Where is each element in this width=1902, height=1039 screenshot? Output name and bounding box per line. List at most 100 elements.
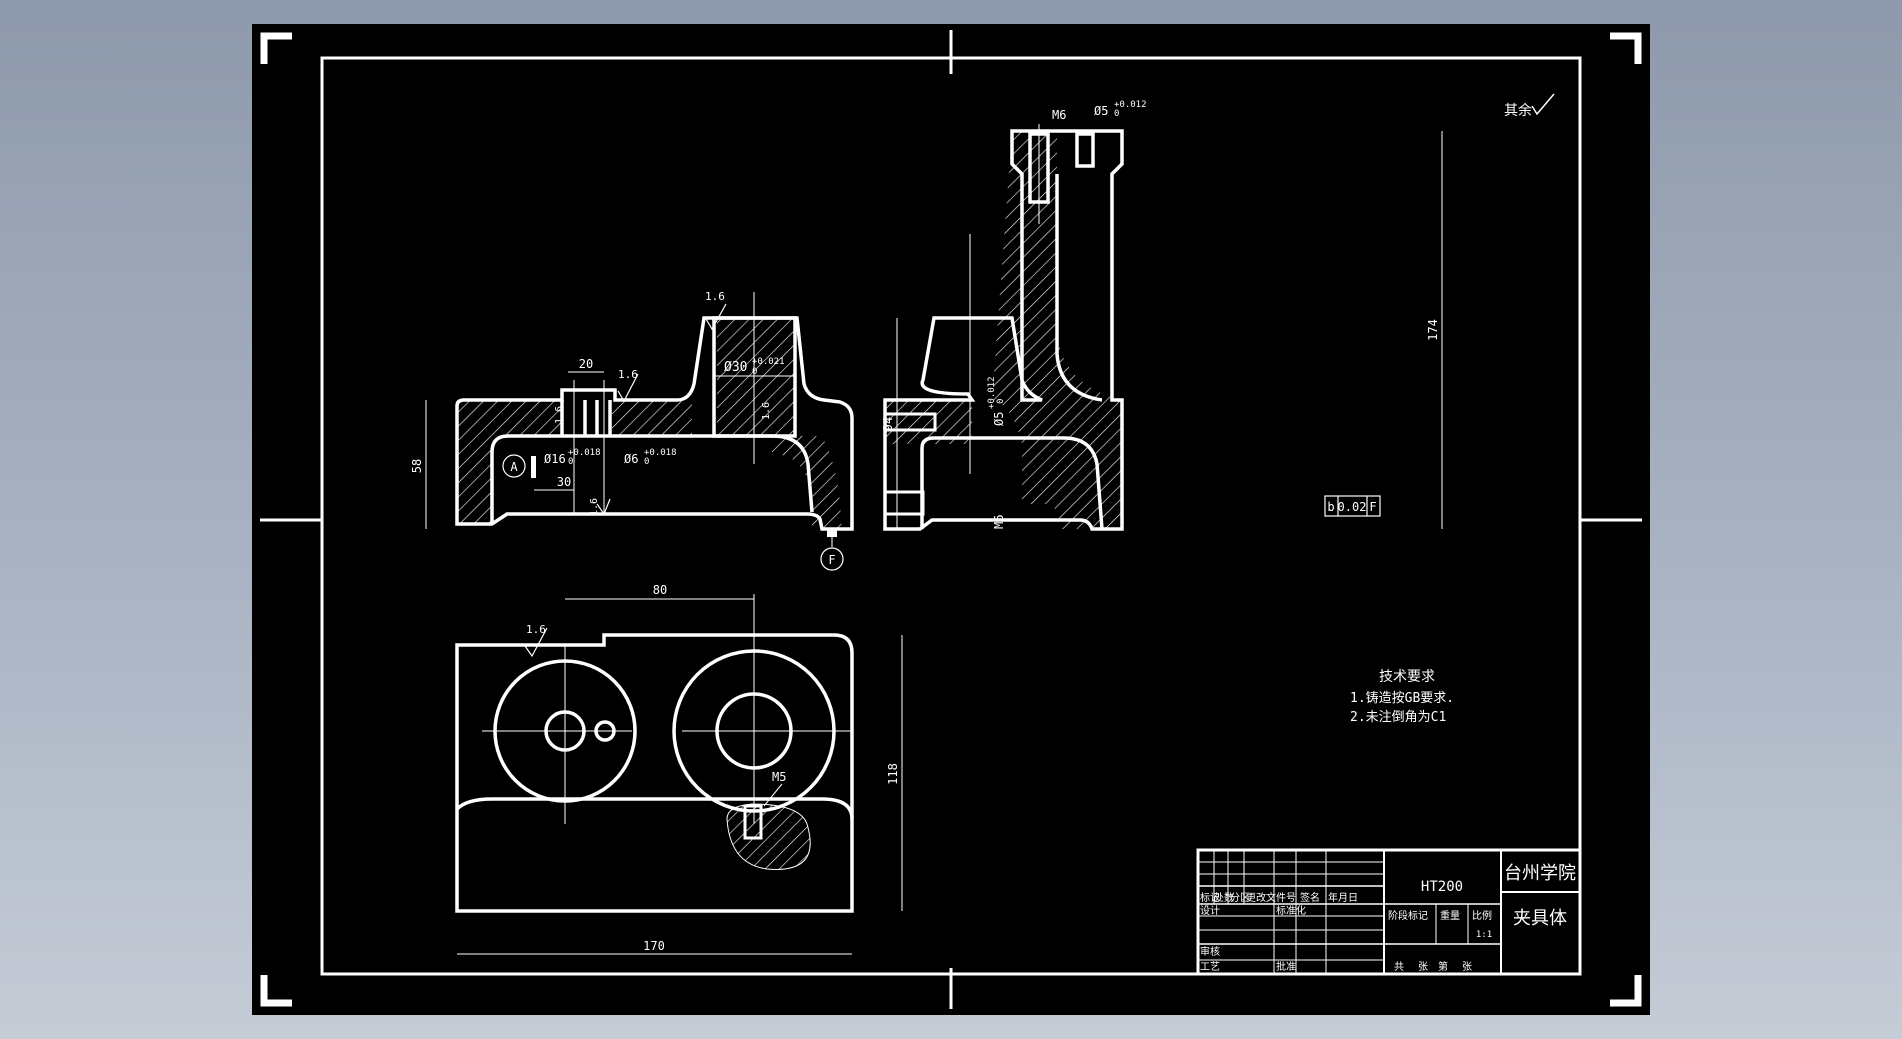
- side-bore-side-dia: Ø5: [992, 412, 1006, 426]
- roughness-icon-2: [617, 373, 639, 403]
- dim-width-top: 20: [579, 357, 593, 371]
- tb-designer: 设计: [1200, 904, 1220, 917]
- side-bore-side-tol-low: 0: [996, 399, 1006, 404]
- datum-f-label: F: [828, 553, 835, 567]
- bore-pin-tol: +0.018: [644, 448, 677, 458]
- bore-pin-tol-low: 0: [644, 457, 649, 467]
- tb-sheet-unit-1: 张: [1418, 961, 1428, 973]
- side-bore-top: [1075, 132, 1095, 168]
- top-step-line: [455, 797, 854, 820]
- surface-finish-note: 其余: [1504, 93, 1555, 119]
- tb-label-date: 年月日: [1328, 891, 1358, 904]
- tb-scale: 比例: [1472, 909, 1492, 922]
- side-bore-side: [883, 412, 937, 432]
- side-thread-top-label: M6: [1052, 108, 1066, 122]
- datum-f-marker: [827, 529, 837, 537]
- tb-label-zone: 分区: [1230, 892, 1250, 904]
- sheet-frame: [260, 30, 1642, 1009]
- roughness-3: 1.6: [554, 406, 565, 424]
- bore-main-tol: +0.021: [752, 357, 785, 367]
- tb-label-change: 更改文件号: [1246, 891, 1296, 904]
- corner-mark-tl: [260, 32, 292, 64]
- border-frame: [320, 56, 1582, 976]
- top-outline: [455, 633, 854, 913]
- corner-mark-tr: [1610, 32, 1642, 64]
- tb-sheet-unit-2: 张: [1462, 961, 1472, 973]
- school-name: 台州学院: [1504, 863, 1576, 884]
- tol-symbol: b: [1327, 500, 1334, 514]
- drawing-canvas: 其余 A F 20 5: [260, 30, 1642, 1009]
- top-section-break: [726, 803, 811, 870]
- title-block: HT200 台州学院 夹具体 1:1 标记 处数 分区 更改文件号 签名 年月日…: [1196, 848, 1582, 976]
- bore-small-tol: +0.018: [568, 448, 601, 458]
- roughness-2: 1.6: [618, 368, 638, 381]
- tb-approve: 批准: [1276, 960, 1296, 973]
- roughness-check-icon: [1531, 93, 1555, 116]
- datum-f-circle: [820, 547, 844, 571]
- tb-process: 工艺: [1200, 961, 1220, 973]
- bore-small-dia: Ø16: [544, 452, 566, 466]
- dim-offset: 30: [557, 475, 571, 489]
- roughness-4: 1.6: [761, 402, 772, 420]
- tb-label-sign: 签名: [1300, 891, 1320, 904]
- part-name: 夹具体: [1513, 908, 1567, 929]
- tb-standardize: 标准化: [1276, 904, 1306, 917]
- tech-req-title: 技术要求: [1379, 669, 1435, 685]
- tb-label-mark: 标记: [1200, 892, 1220, 904]
- front-inner-cavity: [490, 434, 814, 524]
- bore-main-dia: Ø30: [724, 360, 747, 375]
- bore-small-tol-low: 0: [568, 457, 573, 467]
- tech-requirements: 技术要求 1.铸造按GB要求. 2.未注倒角为C1: [1350, 669, 1454, 725]
- drawing-sheet[interactable]: 其余 A F 20 5: [252, 24, 1650, 1015]
- side-thread-bottom: [883, 490, 925, 516]
- top-roughness-icon: [524, 627, 548, 658]
- side-bore-side-tol: +0.012: [987, 376, 997, 409]
- roughness-icon-5: [596, 498, 611, 516]
- roughness-icon-1: [705, 303, 727, 331]
- corner-mark-br: [1610, 975, 1642, 1007]
- material: HT200: [1421, 879, 1463, 895]
- side-bore-top-tol: +0.012: [1114, 100, 1147, 110]
- tech-req-item-2: 2.未注倒角为C1: [1350, 710, 1446, 725]
- top-hole-spacing: 80: [653, 583, 667, 597]
- bore-pin-dia: Ø6: [624, 452, 638, 466]
- side-outline: [883, 129, 1124, 531]
- front-hatch-leftwall: [457, 436, 492, 524]
- front-outline: [455, 316, 854, 531]
- front-hatch-rightwall: [772, 436, 842, 529]
- side-bore-top-tol-low: 0: [1114, 109, 1119, 119]
- roughness-1: 1.6: [705, 290, 725, 303]
- top-depth: 118: [886, 763, 900, 785]
- corner-mark-bl: [260, 975, 292, 1007]
- tb-label-count: 处数: [1214, 891, 1234, 904]
- front-hatch-tower: [717, 318, 795, 436]
- tb-sheet-no: 第: [1438, 960, 1448, 973]
- tol-datum: F: [1369, 500, 1376, 514]
- side-hatch-base: [885, 400, 972, 444]
- tb-weight: 重量: [1440, 909, 1460, 922]
- surface-finish-text: 其余: [1504, 102, 1532, 119]
- top-thread-label: M5: [772, 770, 786, 784]
- side-view: M6 Ø5 +0.012 0 M6 Ø5 +0.012 0 174 b 0.02…: [883, 100, 1443, 531]
- datum-a-label: A: [510, 460, 518, 474]
- top-thread-hole: [743, 804, 763, 840]
- scale-value: 1:1: [1476, 930, 1492, 940]
- side-inner-cavity: [920, 436, 1104, 530]
- roughness-5: 1.6: [589, 498, 600, 516]
- tolerance-frame: b 0.02 F: [1324, 495, 1381, 517]
- side-height: 174: [1426, 319, 1440, 341]
- tb-stage: 阶段标记: [1388, 909, 1428, 922]
- top-roughness: 1.6: [526, 623, 546, 636]
- dim-height-left: 58: [410, 459, 424, 473]
- front-hatch-mid: [612, 401, 692, 436]
- side-thread-bottom-label: M6: [992, 515, 1006, 529]
- front-view: A F 20 58 94 30 Ø30 +0.021 0 Ø16 +0.018 …: [410, 290, 898, 571]
- top-view: M5 1.6 80 118 170: [455, 583, 903, 955]
- tb-review: 审核: [1200, 945, 1220, 958]
- tb-sheet-total: 共: [1394, 961, 1404, 973]
- datum-a-circle: [502, 454, 526, 478]
- bore-main-tol-low: 0: [752, 367, 757, 377]
- tech-req-item-1: 1.铸造按GB要求.: [1350, 690, 1454, 706]
- side-web-curve: [1055, 174, 1103, 402]
